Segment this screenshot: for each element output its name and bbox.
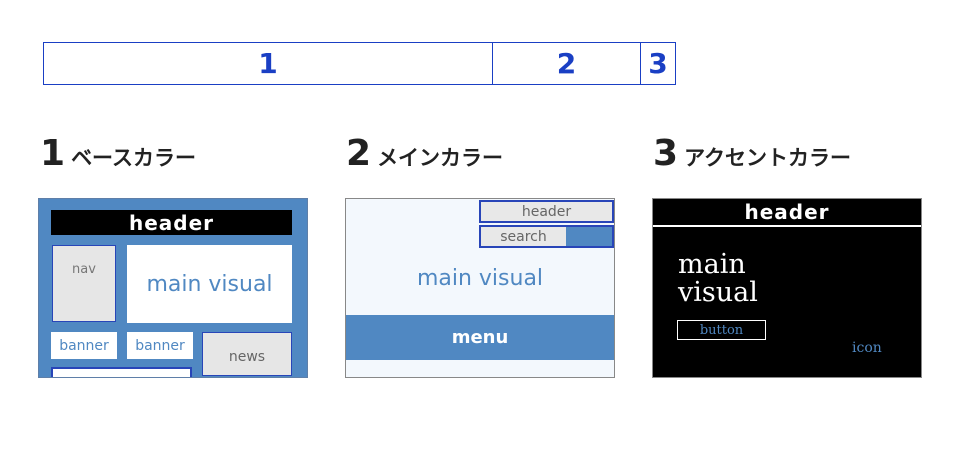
mock-header: header [51, 210, 292, 235]
heading-main-color: 2 メインカラー [346, 133, 503, 174]
mock-nav: nav [52, 245, 116, 322]
color-ratio-bar: 1 2 3 [43, 42, 676, 85]
base-color-mockup: header nav main visual banner banner new… [38, 198, 308, 378]
heading-number: 2 [346, 133, 372, 174]
ratio-segment-base: 1 [44, 43, 493, 84]
mock-button: button [677, 320, 766, 340]
accent-color-mockup: header main visual button icon [652, 198, 922, 378]
ratio-segment-accent: 3 [648, 47, 668, 80]
heading-number: 1 [40, 133, 66, 174]
heading-base-color: 1 ベースカラー [40, 133, 196, 174]
mock-footer-block [51, 367, 192, 377]
main-color-mockup: header search main visual menu [345, 198, 615, 378]
ratio-segment-main: 2 [493, 43, 641, 84]
heading-title: アクセントカラー [684, 146, 852, 170]
mock-search-label: search [500, 228, 547, 245]
mock-banner-1: banner [51, 332, 117, 359]
heading-accent-color: 3 アクセントカラー [653, 133, 851, 174]
heading-title: メインカラー [377, 146, 504, 170]
mock-search-button [566, 227, 612, 246]
heading-title: ベースカラー [71, 146, 197, 170]
mock-header: header [653, 199, 921, 227]
mock-header: header [479, 200, 614, 223]
mock-main-visual: main visual [127, 245, 292, 323]
mock-menu: menu [346, 315, 614, 360]
mock-banner-2: banner [127, 332, 193, 359]
mock-main-visual: main visual [678, 251, 798, 307]
mock-search: search [479, 225, 614, 248]
mock-main-visual-line1: main [678, 249, 746, 280]
mock-main-visual-line2: visual [678, 277, 758, 308]
heading-number: 3 [653, 133, 679, 174]
mock-icon-label: icon [852, 340, 882, 356]
mock-main-visual: main visual [416, 265, 544, 291]
mock-news: news [202, 332, 292, 376]
